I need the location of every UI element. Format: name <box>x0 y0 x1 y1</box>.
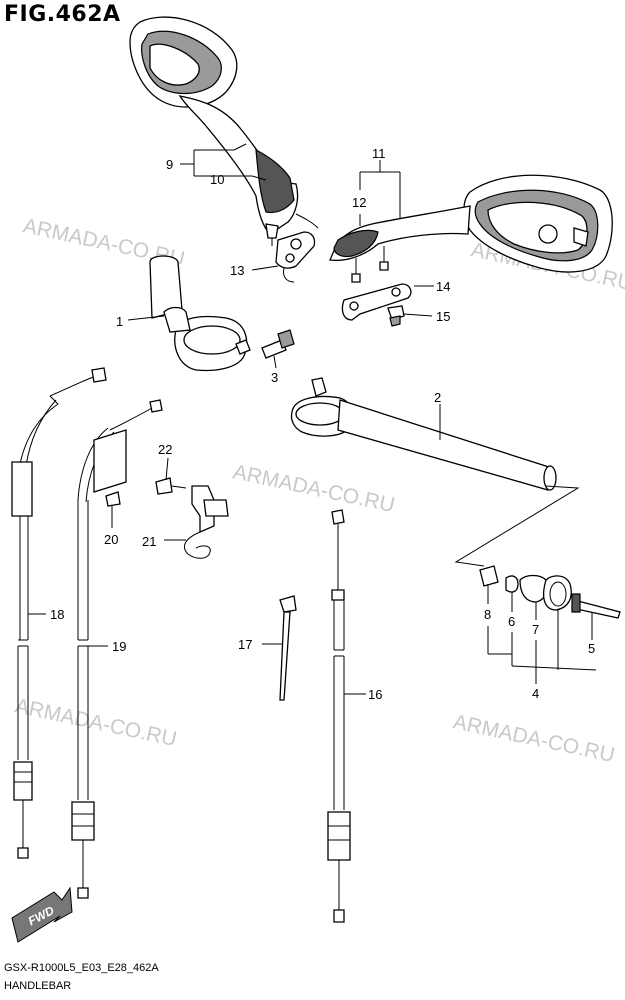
figure-title: FIG.462A <box>4 2 121 27</box>
fwd-badge: FWD <box>11 886 73 943</box>
callout-8: 8 <box>484 607 491 622</box>
callout-16: 16 <box>368 687 382 702</box>
callout-9: 9 <box>166 157 173 172</box>
callout-18: 18 <box>50 607 64 622</box>
callout-20: 20 <box>104 532 118 547</box>
cable-tie <box>279 595 297 701</box>
leader-lines <box>28 143 597 695</box>
throttle-cable-2 <box>71 399 163 899</box>
footer-model-code: GSX-R1000L5_E03_E28_462A <box>4 962 159 974</box>
callout-12: 12 <box>352 195 366 210</box>
callout-14: 14 <box>436 279 450 294</box>
callout-6: 6 <box>508 614 515 629</box>
clutch-cable <box>327 509 351 923</box>
callout-3: 3 <box>271 370 278 385</box>
callout-labels: 9 10 11 12 13 14 15 1 3 2 22 20 21 8 6 7… <box>50 146 595 702</box>
mirror-bolt <box>387 305 405 327</box>
footer-part-group: HANDLEBAR <box>4 980 72 992</box>
watermark-text: ARMADA-CO.RU <box>231 460 397 517</box>
callout-13: 13 <box>230 263 244 278</box>
watermark-text: ARMADA-CO.RU <box>451 710 617 767</box>
callout-11: 11 <box>372 146 386 161</box>
bar-end-assembly <box>454 485 621 619</box>
left-handlebar <box>149 255 251 372</box>
callout-19: 19 <box>112 639 126 654</box>
cable-guide-screw <box>155 477 187 495</box>
right-handlebar <box>290 377 557 491</box>
cable-bracket-screw <box>105 491 121 520</box>
right-mirror <box>329 174 613 283</box>
cable-holder <box>184 485 229 559</box>
callout-17: 17 <box>238 637 252 652</box>
callout-1: 1 <box>116 314 123 329</box>
watermarks: ARMADA-CO.RU ARMADA-CO.RU ARMADA-CO.RU A… <box>13 214 625 767</box>
callout-7: 7 <box>532 622 539 637</box>
watermark-text: ARMADA-CO.RU <box>13 694 179 751</box>
callout-4: 4 <box>532 686 539 701</box>
callout-10: 10 <box>210 172 224 187</box>
callout-15: 15 <box>436 309 450 324</box>
mirror-bracket-left <box>275 231 316 283</box>
callout-2: 2 <box>434 390 441 405</box>
throttle-cable-1 <box>11 367 107 859</box>
mirror-bracket-right <box>341 283 412 321</box>
callout-5: 5 <box>588 641 595 656</box>
clamp-bolt <box>261 329 295 359</box>
callout-21: 21 <box>142 534 156 549</box>
left-mirror <box>129 16 319 246</box>
callout-22: 22 <box>158 442 172 457</box>
